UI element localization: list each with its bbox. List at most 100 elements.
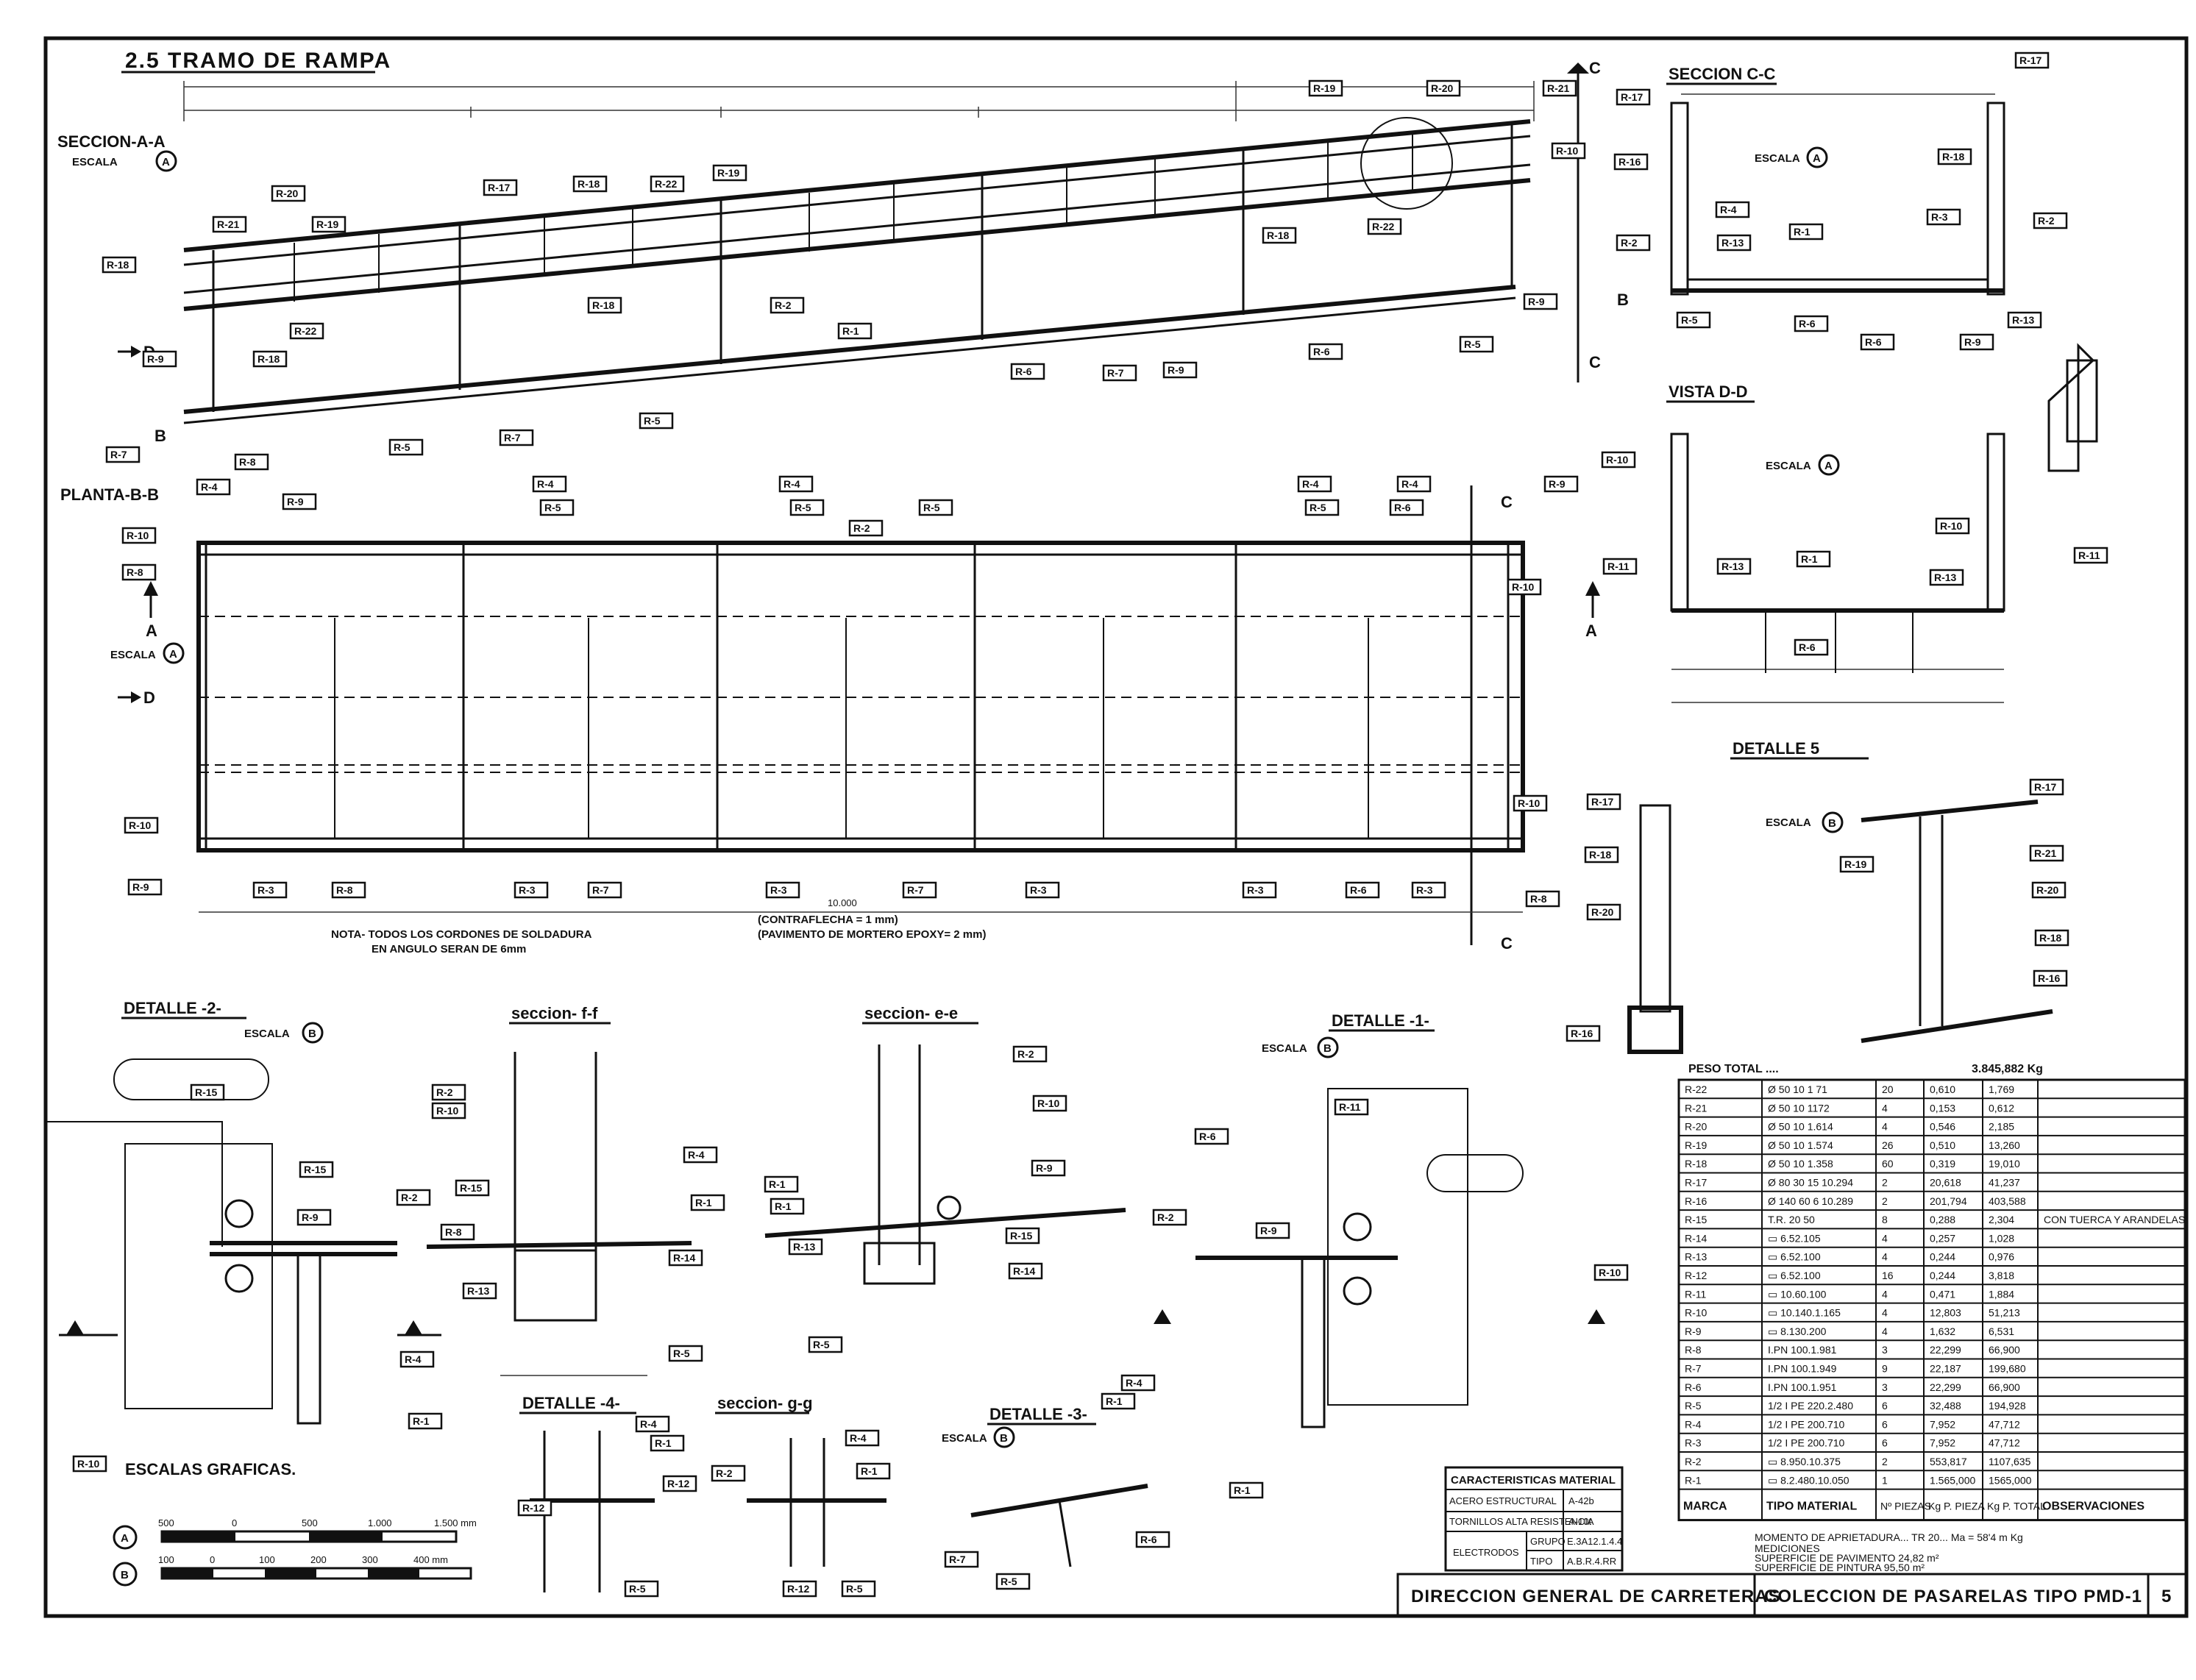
table-cell: R-6 — [1685, 1381, 1702, 1393]
tag-r-5: R-5 — [1304, 499, 1340, 516]
svg-text:R-1: R-1 — [861, 1465, 878, 1477]
tag-r-3: R-3 — [252, 881, 288, 899]
table-cell: 1.565,000 — [1930, 1474, 1975, 1486]
svg-text:R-10: R-10 — [77, 1458, 100, 1470]
svg-text:R-6: R-6 — [1140, 1534, 1157, 1545]
seccion-gg-label: seccion- g-g — [717, 1394, 813, 1412]
seccion-cc-view: SECCION C-C ESCALA A — [1666, 65, 2005, 296]
svg-text:R-1: R-1 — [655, 1437, 672, 1449]
tag-r-19: R-19 — [311, 216, 347, 233]
tag-r-2: R-2 — [2033, 212, 2068, 229]
table-cell: 66,900 — [1989, 1344, 2020, 1356]
table-cell: R-9 — [1685, 1325, 1702, 1337]
tag-r-9: R-9 — [1162, 361, 1198, 379]
svg-text:R-4: R-4 — [537, 478, 554, 490]
svg-text:R-9: R-9 — [1036, 1162, 1053, 1174]
tag-r-1: R-1 — [1796, 550, 1831, 568]
tag-r-5: R-5 — [995, 1573, 1031, 1590]
tag-r-18: R-18 — [1584, 846, 1619, 864]
tag-r-18: R-18 — [2034, 929, 2069, 947]
tag-r-5: R-5 — [841, 1580, 876, 1598]
svg-text:TIPO: TIPO — [1530, 1556, 1552, 1567]
planta-bb-label: PLANTA-B-B — [60, 485, 159, 504]
svg-text:ESCALA: ESCALA — [72, 156, 118, 168]
tag-r-14: R-14 — [668, 1249, 703, 1267]
table-cell: R-15 — [1685, 1214, 1708, 1225]
svg-text:R-19: R-19 — [1313, 82, 1336, 94]
table-cell: R-18 — [1685, 1158, 1708, 1170]
svg-text:ESCALA: ESCALA — [1262, 1042, 1307, 1055]
tag-r-10: R-10 — [1507, 578, 1542, 596]
svg-text:TORNILLOS ALTA RESISTENCIA: TORNILLOS ALTA RESISTENCIA — [1449, 1516, 1594, 1527]
svg-text:R-9: R-9 — [302, 1211, 319, 1223]
svg-text:R-5: R-5 — [1681, 314, 1698, 326]
svg-text:1.500 mm: 1.500 mm — [434, 1517, 477, 1528]
table-cell: T.R. 20 50 — [1768, 1214, 1815, 1225]
svg-text:R-8: R-8 — [1530, 893, 1547, 905]
tag-r-22: R-22 — [650, 175, 685, 193]
tag-r-11: R-11 — [2073, 547, 2108, 564]
svg-text:R-16: R-16 — [1571, 1028, 1593, 1039]
svg-text:R-6: R-6 — [1313, 346, 1330, 357]
table-cell: 47,712 — [1989, 1437, 2020, 1449]
tag-r-6: R-6 — [1389, 499, 1424, 516]
svg-text:A.B.R.4.RR: A.B.R.4.RR — [1567, 1556, 1616, 1567]
table-cell: ▭ 8.950.10.375 — [1768, 1456, 1841, 1467]
svg-text:R-18: R-18 — [107, 259, 129, 271]
tag-r-16: R-16 — [2033, 969, 2068, 987]
table-cell: 4 — [1882, 1232, 1888, 1244]
table-header: Kg P. TOTAL — [1987, 1501, 2046, 1512]
tag-r-4: R-4 — [635, 1415, 670, 1433]
tag-r-3: R-3 — [1242, 881, 1277, 899]
table-cell: Ø 50 10 1.574 — [1768, 1139, 1833, 1151]
tag-r-8: R-8 — [440, 1223, 475, 1241]
table-cell: 0,612 — [1989, 1102, 2014, 1114]
collection-name: COLECCION DE PASARELAS TIPO PMD-1 — [1764, 1587, 2142, 1606]
tag-r-10: R-10 — [1032, 1095, 1067, 1112]
tag-r-10: R-10 — [121, 527, 157, 544]
svg-text:R-13: R-13 — [1721, 560, 1744, 572]
tag-r-1: R-1 — [1229, 1481, 1264, 1499]
svg-text:R-2: R-2 — [853, 522, 870, 534]
table-cell: 403,588 — [1989, 1195, 2026, 1207]
detalle-2-label: DETALLE -2- — [124, 999, 221, 1017]
table-cell: 0,288 — [1930, 1214, 1955, 1225]
table-cell: 0,319 — [1930, 1158, 1955, 1170]
table-cell: 32,488 — [1930, 1400, 1961, 1412]
table-header: MARCA — [1683, 1501, 1727, 1513]
svg-text:R-20: R-20 — [1591, 906, 1614, 918]
svg-text:R-3: R-3 — [519, 884, 536, 896]
svg-text:R-9: R-9 — [147, 353, 164, 365]
tag-r-3: R-3 — [1926, 208, 1961, 226]
table-cell: 4 — [1882, 1251, 1888, 1263]
svg-text:R-10: R-10 — [1556, 145, 1579, 157]
svg-text:R-2: R-2 — [775, 299, 792, 311]
table-cell: I.PN 100.1.981 — [1768, 1344, 1837, 1356]
tag-r-10: R-10 — [1935, 517, 1970, 535]
table-cell: 6 — [1882, 1400, 1888, 1412]
table-cell: 6,531 — [1989, 1325, 2014, 1337]
svg-text:R-22: R-22 — [294, 325, 317, 337]
svg-text:R-5: R-5 — [846, 1583, 863, 1595]
svg-text:ESCALA: ESCALA — [1755, 152, 1800, 165]
table-cell: 7,952 — [1930, 1437, 1955, 1449]
table-cell: 22,299 — [1930, 1381, 1961, 1393]
svg-text:R-18: R-18 — [257, 353, 280, 365]
svg-text:R-5: R-5 — [544, 502, 561, 513]
detalle-5-label: DETALLE 5 — [1733, 739, 1819, 758]
svg-text:R-8: R-8 — [336, 884, 353, 896]
tag-r-1: R-1 — [1788, 223, 1824, 241]
tag-r-9: R-9 — [127, 878, 163, 896]
tag-r-20: R-20 — [271, 185, 306, 202]
table-cell: 553,817 — [1930, 1456, 1967, 1467]
tag-r-18: R-18 — [102, 256, 137, 274]
table-cell: 2 — [1882, 1456, 1888, 1467]
svg-text:A: A — [1824, 460, 1833, 472]
svg-text:E.3A12.1.4.4: E.3A12.1.4.4 — [1567, 1536, 1622, 1547]
svg-text:C: C — [1589, 353, 1601, 371]
